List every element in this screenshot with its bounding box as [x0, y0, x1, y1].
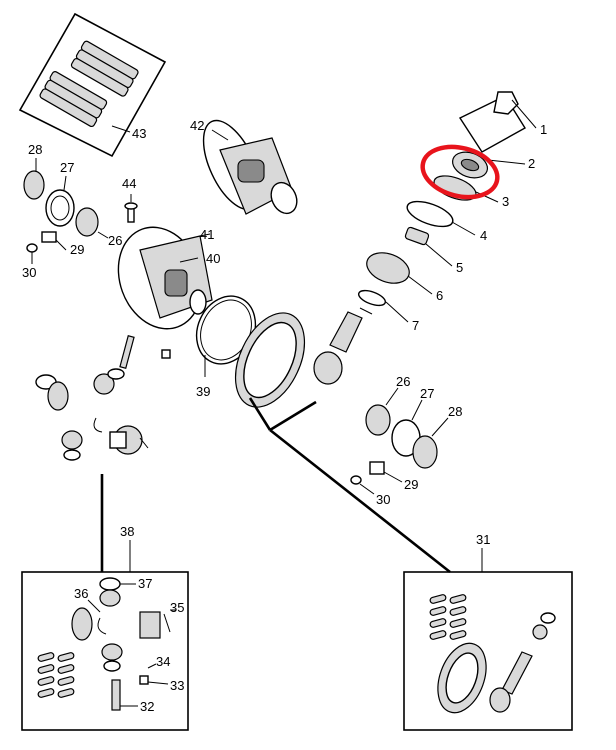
callout-2: 2	[528, 156, 535, 171]
callout-1: 1	[540, 122, 547, 137]
callout-42: 42	[190, 118, 204, 133]
spider-gear-parts	[35, 335, 171, 461]
callout-32: 32	[140, 699, 154, 714]
connector-lines	[100, 397, 483, 574]
part-43-clutch-plate-kit	[18, 12, 167, 158]
callout-5: 5	[456, 260, 463, 275]
callout-31: 31	[476, 532, 490, 547]
callout-28-right: 28	[448, 404, 462, 419]
part-39-o-ring	[195, 295, 257, 377]
right-bearing-group	[350, 387, 449, 495]
ring-gear-and-pinion	[234, 307, 373, 408]
callout-26-right: 26	[396, 374, 410, 389]
callout-34: 34	[156, 654, 170, 669]
callout-35: 35	[170, 600, 184, 615]
callout-37: 37	[138, 576, 152, 591]
part-42-differential-case	[202, 119, 298, 215]
callout-3: 3	[502, 194, 509, 209]
callout-29-left: 29	[70, 242, 84, 257]
callout-33: 33	[170, 678, 184, 693]
callout-39: 39	[196, 384, 210, 399]
callout-43: 43	[132, 126, 146, 141]
callout-27-right: 27	[420, 386, 434, 401]
pinion-stack-parts	[357, 91, 537, 323]
callout-44: 44	[122, 176, 136, 191]
callout-labels: 1 2 3 4 5 6 7 28 27 26 29 30 44 43 42 41…	[22, 118, 547, 714]
callout-27-left: 27	[60, 160, 74, 175]
callout-38: 38	[120, 524, 134, 539]
part-41-40-carrier-housing	[117, 226, 213, 330]
callout-30-left: 30	[22, 265, 36, 280]
callout-4: 4	[480, 228, 487, 243]
part-38-gear-kit-box	[21, 571, 189, 731]
callout-29-right: 29	[404, 477, 418, 492]
part-31-ring-pinion-kit-box	[403, 571, 573, 731]
callout-7: 7	[412, 318, 419, 333]
callout-36: 36	[74, 586, 88, 601]
callout-41: 41	[200, 227, 214, 242]
left-bearing-group	[23, 158, 138, 264]
callout-30-right: 30	[376, 492, 390, 507]
callout-6: 6	[436, 288, 443, 303]
highlight-circle-part-2	[420, 144, 500, 200]
callout-28-left: 28	[28, 142, 42, 157]
callout-40: 40	[206, 251, 220, 266]
callout-26-left: 26	[108, 233, 122, 248]
